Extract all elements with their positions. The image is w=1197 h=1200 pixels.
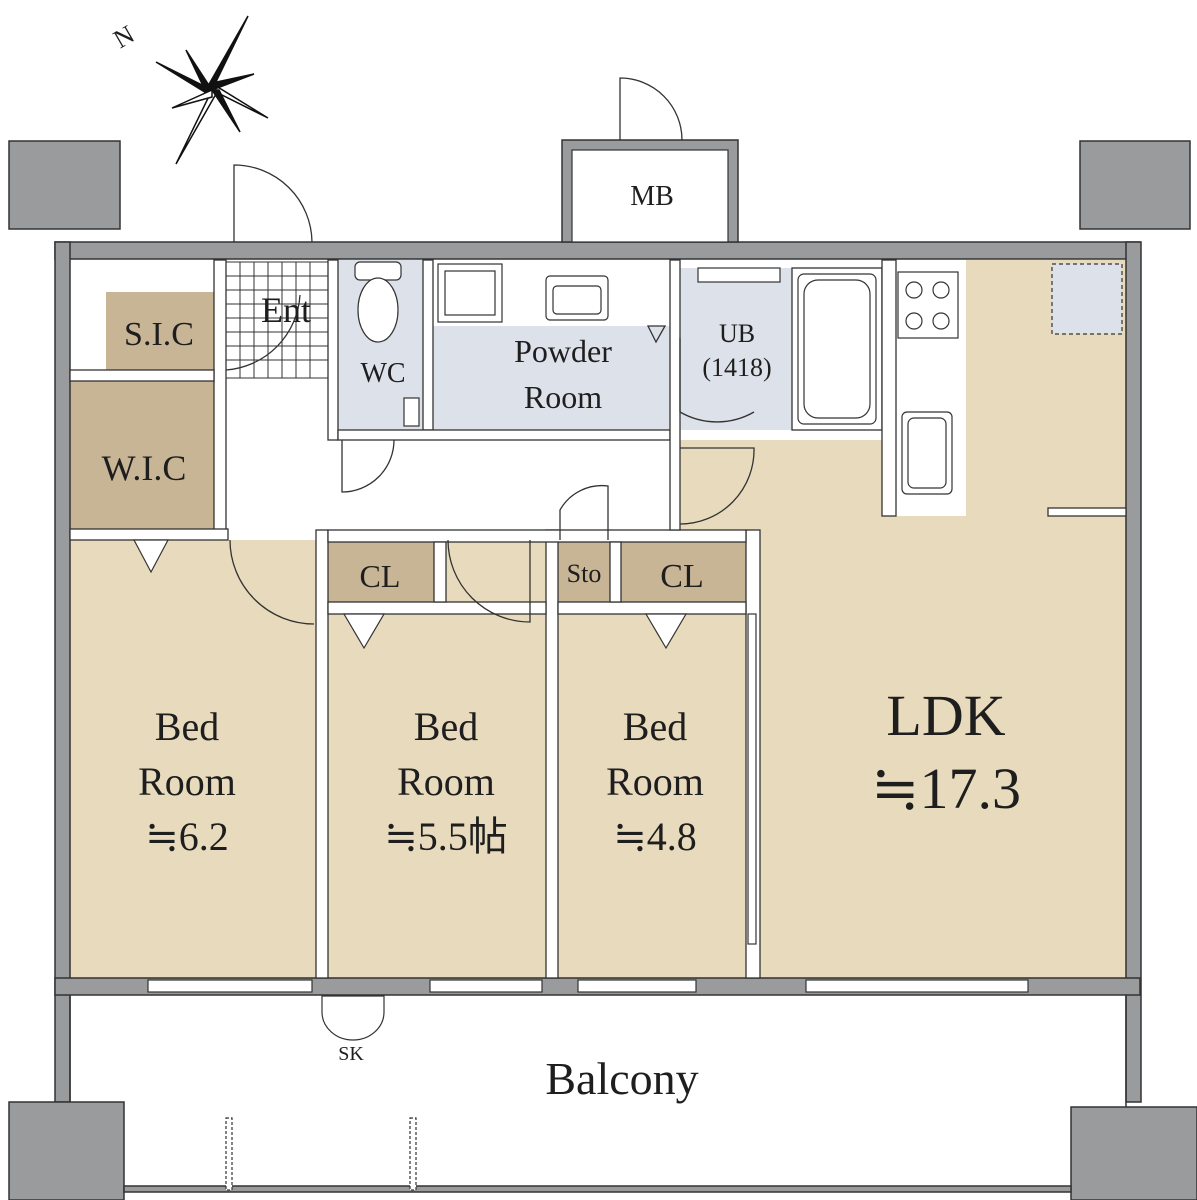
- bedroom-1-title: Bed: [155, 704, 219, 749]
- label-closet-1: CL: [360, 558, 401, 594]
- closet-2-floor: [621, 542, 747, 602]
- label-powder-1: Powder: [514, 333, 612, 369]
- bedroom-2-size: ≒5.5帖: [384, 814, 508, 859]
- wic-floor: [70, 381, 214, 529]
- powder-room-floor: [433, 326, 670, 430]
- label-balcony: Balcony: [545, 1053, 698, 1104]
- labels: MB Ent S.I.C W.I.C WC Powder Room UB (14…: [102, 181, 1021, 1104]
- label-wic: W.I.C: [102, 448, 187, 488]
- ldk-floor: [680, 260, 1126, 978]
- label-ub-1: UB: [719, 319, 755, 348]
- bedroom-1-subtitle: Room: [138, 759, 236, 804]
- north-label: N: [109, 20, 140, 55]
- label-storage: Sto: [567, 559, 602, 588]
- bedroom-3-size: ≒4.8: [613, 814, 697, 859]
- bedroom-2-title: Bed: [414, 704, 478, 749]
- closet-markers: [133, 539, 688, 650]
- sic-floor: [106, 292, 214, 370]
- stove: [897, 271, 959, 339]
- toilet-tank: [354, 261, 402, 281]
- label-sk: SK: [338, 1043, 364, 1065]
- fridge-space: [1051, 263, 1123, 335]
- column-top-right: [1079, 140, 1191, 230]
- bedroom-2-subtitle: Room: [397, 759, 495, 804]
- column-bottom-left: [8, 1101, 125, 1200]
- bedroom-1-floor: [70, 540, 316, 978]
- label-closet-2: CL: [660, 558, 703, 595]
- doors: [225, 77, 755, 625]
- bedroom-1-size: ≒6.2: [145, 814, 229, 859]
- bedroom-3-title: Bed: [623, 704, 687, 749]
- label-wc: WC: [360, 358, 405, 389]
- fixtures: [147, 261, 1123, 1191]
- storage-floor: [558, 542, 610, 602]
- ldk-size: ≒17.3: [871, 756, 1021, 821]
- label-powder-2: Room: [524, 379, 602, 415]
- label-mb: MB: [630, 181, 674, 212]
- label-entrance: Ent: [261, 290, 311, 330]
- bedroom-3-floor: [558, 614, 746, 978]
- column-bottom-right: [1070, 1106, 1197, 1200]
- walls: [8, 139, 1197, 1200]
- entrance-tiles: [225, 261, 329, 379]
- label-sic: S.I.C: [124, 316, 194, 353]
- compass-icon: N: [109, 15, 269, 165]
- toilet-bowl: [357, 277, 399, 343]
- column-top-left: [8, 140, 121, 230]
- unit-bath-floor: [680, 268, 792, 430]
- label-ub-2: (1418): [702, 353, 771, 382]
- ldk-title: LDK: [886, 683, 1005, 748]
- bedroom-3-subtitle: Room: [606, 759, 704, 804]
- balcony-sink: [321, 995, 385, 1041]
- closet-1-floor: [328, 542, 434, 602]
